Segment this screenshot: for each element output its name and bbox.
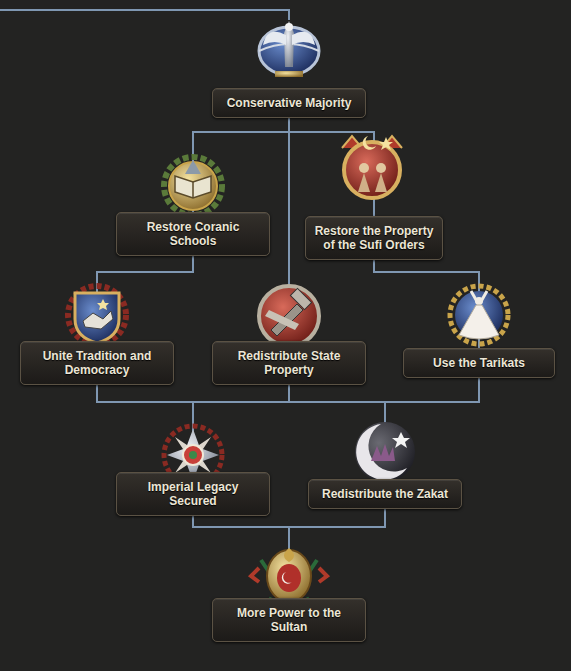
- focus-box: Use the Tarikats: [403, 348, 555, 378]
- prerequisite-line: [97, 385, 385, 479]
- focus-box: Imperial Legacy Secured: [116, 472, 270, 516]
- focus-title: Redistribute State Property: [221, 349, 357, 377]
- focus-icon: [450, 286, 508, 344]
- incoming-line: [0, 10, 289, 20]
- focus-box: Restore Coranic Schools: [116, 212, 270, 256]
- focus-icon: [259, 286, 319, 346]
- focus-title: Imperial Legacy Secured: [125, 480, 261, 508]
- focus-title: More Power to the Sultan: [221, 606, 357, 634]
- focus-title: Redistribute the Zakat: [317, 487, 453, 501]
- focus-title: Conservative Majority: [221, 96, 357, 110]
- focus-box: Restore the Property of the Sufi Orders: [305, 216, 443, 260]
- focus-icon: [251, 548, 327, 603]
- focus-box: Unite Tradition and Democracy: [20, 341, 174, 385]
- focus-title: Unite Tradition and Democracy: [29, 349, 165, 377]
- focus-icon: [259, 21, 319, 77]
- focus-icon: [355, 422, 415, 482]
- prerequisite-line: [289, 118, 374, 216]
- prerequisite-line: [193, 378, 479, 472]
- focus-icon: [342, 136, 402, 198]
- focus-box: Redistribute the Zakat: [308, 479, 462, 509]
- focus-box: Redistribute State Property: [212, 341, 366, 385]
- focus-icon: [164, 157, 222, 215]
- focus-title: Restore Coranic Schools: [125, 220, 261, 248]
- focus-title: Restore the Property of the Sufi Orders: [314, 224, 434, 252]
- focus-box: Conservative Majority: [212, 88, 366, 118]
- focus-icon: [68, 286, 126, 344]
- focus-box: More Power to the Sultan: [212, 598, 366, 642]
- focus-title: Use the Tarikats: [412, 356, 546, 370]
